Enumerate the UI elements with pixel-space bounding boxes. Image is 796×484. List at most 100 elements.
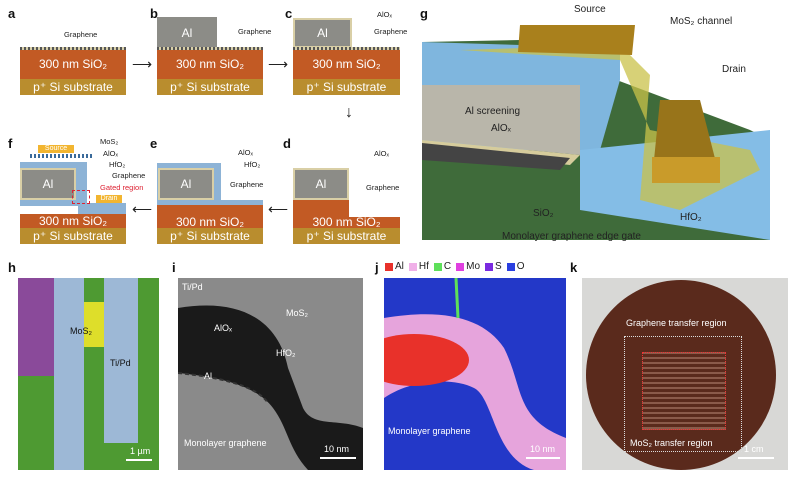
sio2-annotation: SiO₂ [533, 208, 554, 219]
legend-swatch [408, 262, 417, 271]
legend-label: Al [395, 261, 404, 272]
graphene-region-label: Graphene transfer region [626, 318, 727, 328]
legend-item: Al [385, 261, 404, 272]
scale-bar-label: 1 cm [744, 444, 764, 454]
panel-label-e: e [150, 136, 158, 151]
hfo2-label: HfO₂ [276, 348, 296, 358]
graphene-annotation: Graphene [238, 27, 272, 36]
sem-image: MoS₂ Ti/Pd 1 µm [18, 278, 159, 470]
arrow-left-icon: ⟵ [132, 201, 153, 217]
legend-item: C [433, 261, 452, 272]
gated-region-box [72, 190, 90, 204]
wafer-photo: Graphene transfer region MoS₂ transfer r… [582, 278, 788, 470]
al-block: Al [20, 168, 76, 200]
tem-image: Ti/Pd MoS₂ AlOₓ HfO₂ Al Monolayer graphe… [178, 278, 363, 470]
panel-label-a: a [8, 6, 16, 21]
mos2-region-label: MoS₂ transfer region [630, 438, 713, 448]
hfo2-annotation: HfO₂ [680, 212, 702, 223]
sio2-layer: 300 nm SiO₂ [293, 50, 400, 79]
substrate-layer: p⁺ Si substrate [20, 228, 126, 244]
al-label: Al [204, 371, 213, 381]
graphene-annotation: Graphene [112, 171, 146, 180]
substrate-layer: p⁺ Si substrate [293, 79, 400, 95]
arrow-right-icon: ⟶ [132, 56, 153, 72]
edge-gate-annotation: Monolayer graphene edge gate [502, 231, 641, 242]
element-legend: Al Hf C Mo S O [385, 261, 525, 272]
alox-annotation: AlOₓ [238, 148, 253, 157]
legend-label: S [495, 261, 502, 272]
panel-label-j: j [375, 260, 379, 275]
legend-item: Hf [408, 261, 429, 272]
graphene-layer [20, 47, 126, 50]
panel-label-d: d [283, 136, 291, 151]
al-block: Al [293, 168, 349, 200]
sio2-layer: 300 nm SiO₂ [20, 50, 126, 79]
panel-label-g: g [420, 6, 428, 21]
arrow-right-icon: ⟶ [268, 56, 289, 72]
scale-bar [738, 457, 774, 459]
panel-label-c: c [285, 6, 293, 21]
legend-item: Mo [456, 261, 480, 272]
legend-label: Mo [466, 261, 481, 272]
legend-item: S [485, 261, 502, 272]
graphene-annotation: Graphene [230, 180, 264, 189]
eds-map-image: Monolayer graphene 10 nm [384, 278, 566, 470]
graphene-annotation: Graphene [64, 30, 98, 39]
graphene-label: Monolayer graphene [388, 426, 471, 436]
mos2-channel-annotation: MoS₂ channel [670, 16, 733, 27]
substrate-layer: p⁺ Si substrate [293, 228, 400, 244]
panel-label-h: h [8, 260, 16, 275]
alox-annotation: AlOₓ [491, 123, 511, 134]
hfo2-annotation: HfO₂ [109, 160, 126, 169]
legend-swatch [506, 262, 515, 271]
scale-bar [320, 457, 356, 459]
scale-bar [126, 459, 152, 461]
legend-swatch [485, 262, 494, 271]
tipd-label: Ti/Pd [110, 358, 131, 368]
legend-item: O [506, 261, 525, 272]
graphene-label: Monolayer graphene [184, 438, 267, 448]
device-3d-illustration [422, 25, 770, 240]
scale-bar [526, 457, 560, 459]
panel-label-k: k [570, 260, 578, 275]
alox-annotation: AlOₓ [377, 10, 392, 19]
panel-label-i: i [172, 260, 176, 275]
substrate-layer: p⁺ Si substrate [157, 79, 263, 95]
substrate-layer: p⁺ Si substrate [20, 79, 126, 95]
graphene-annotation: Graphene [374, 27, 408, 36]
tipd-label: Ti/Pd [182, 282, 203, 292]
source-annotation: Source [574, 4, 606, 15]
legend-swatch [456, 262, 465, 271]
hfo2-layer [78, 203, 126, 214]
sio2-layer: 300 nm SiO₂ [293, 216, 400, 228]
mos2-label: MoS₂ [70, 326, 92, 336]
mos2-annotation: MoS₂ [100, 137, 119, 146]
legend-label: Hf [418, 261, 429, 272]
al-block: Al [158, 168, 214, 200]
sio2-layer: 300 nm SiO₂ [157, 205, 263, 229]
alox-label: AlOₓ [214, 323, 232, 333]
graphene-annotation: Graphene [366, 183, 400, 192]
panel-label-f: f [8, 136, 13, 151]
legend-label: O [516, 261, 525, 272]
alox-annotation: AlOₓ [103, 149, 118, 158]
hfo2-annotation: HfO₂ [244, 160, 261, 169]
al-screening-annotation: Al screening [465, 106, 521, 117]
panel-label-b: b [150, 6, 158, 21]
al-block: Al [293, 18, 352, 48]
source-contact: Source [38, 145, 74, 153]
scale-bar-label: 10 nm [324, 444, 350, 454]
legend-swatch [385, 262, 393, 271]
mos2-label: MoS₂ [286, 308, 308, 318]
substrate-layer: p⁺ Si substrate [157, 228, 263, 244]
scale-bar-label: 1 µm [130, 446, 151, 456]
arrow-left-icon: ⟵ [268, 201, 289, 217]
scale-bar-label: 10 nm [530, 444, 556, 454]
gated-region-annotation: Gated region [100, 183, 144, 192]
arrow-down-icon: ↓ [345, 104, 353, 121]
sio2-layer: 300 nm SiO₂ [157, 50, 263, 79]
al-block: Al [157, 17, 217, 48]
legend-label: C [443, 261, 452, 272]
graphene-layer [293, 47, 400, 50]
legend-swatch [433, 262, 442, 271]
